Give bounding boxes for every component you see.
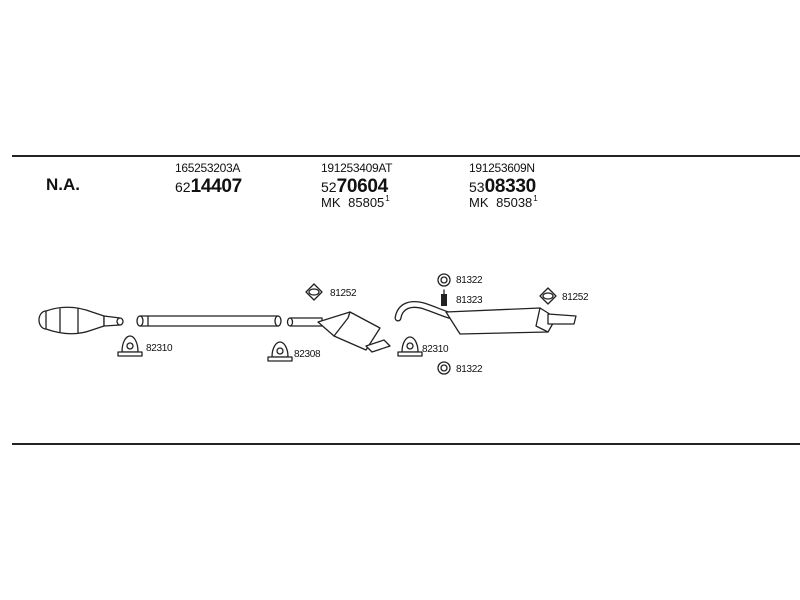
label-clamp-mid: 82308 [294,349,321,360]
ref-main-1: 14407 [190,176,243,197]
label-clamp-rear: 82310 [422,344,449,355]
clamp-rear-icon [397,336,423,357]
mk-number-2: MK 858051 [321,194,390,210]
hanger-mid-icon [305,283,323,301]
oem-number-1: 165253203A [175,161,241,175]
rear-silencer-icon [394,301,577,335]
ring-top-icon [437,273,451,287]
catalytic-converter-icon [38,306,124,335]
variant-label: N.A. [46,175,80,194]
mk-value-3: 85038 [496,195,533,210]
intermediate-pipe-icon [136,315,282,327]
ref-main-3: 08330 [484,176,537,197]
middle-silencer-icon [286,311,391,353]
ref-prefix-1: 62 [175,179,191,195]
ref-main-2: 70604 [336,176,389,197]
mk-number-3: MK 850381 [469,194,538,210]
oem-number-2: 191253409AT [321,161,393,175]
ref-prefix-3: 53 [469,179,485,195]
mk-sup-2: 1 [385,194,390,203]
label-clamp-front: 82310 [146,343,173,354]
top-divider [12,155,800,157]
ref-number-1: 6214407 [175,177,242,196]
mk-label-3: MK [469,195,489,210]
mk-sup-3: 1 [533,194,538,203]
ref-number-2: 5270604 [321,177,388,196]
bottom-divider [12,443,800,445]
mk-value-2: 85805 [348,195,385,210]
oem-number-3: 191253609N [469,161,535,175]
ref-number-3: 5308330 [469,177,536,196]
ring-bottom-icon [437,361,451,375]
ref-prefix-2: 52 [321,179,337,195]
clamp-front-icon [117,335,143,357]
label-bracket-top: 81323 [456,295,483,306]
clamp-mid-icon [267,341,293,362]
label-hanger-rear: 81252 [562,292,589,303]
label-ring-bottom: 81322 [456,364,483,375]
label-hanger-mid: 81252 [330,288,357,299]
mk-label-2: MK [321,195,341,210]
hanger-rear-icon [539,287,557,305]
label-ring-top: 81322 [456,275,483,286]
bracket-top-icon [441,289,447,306]
